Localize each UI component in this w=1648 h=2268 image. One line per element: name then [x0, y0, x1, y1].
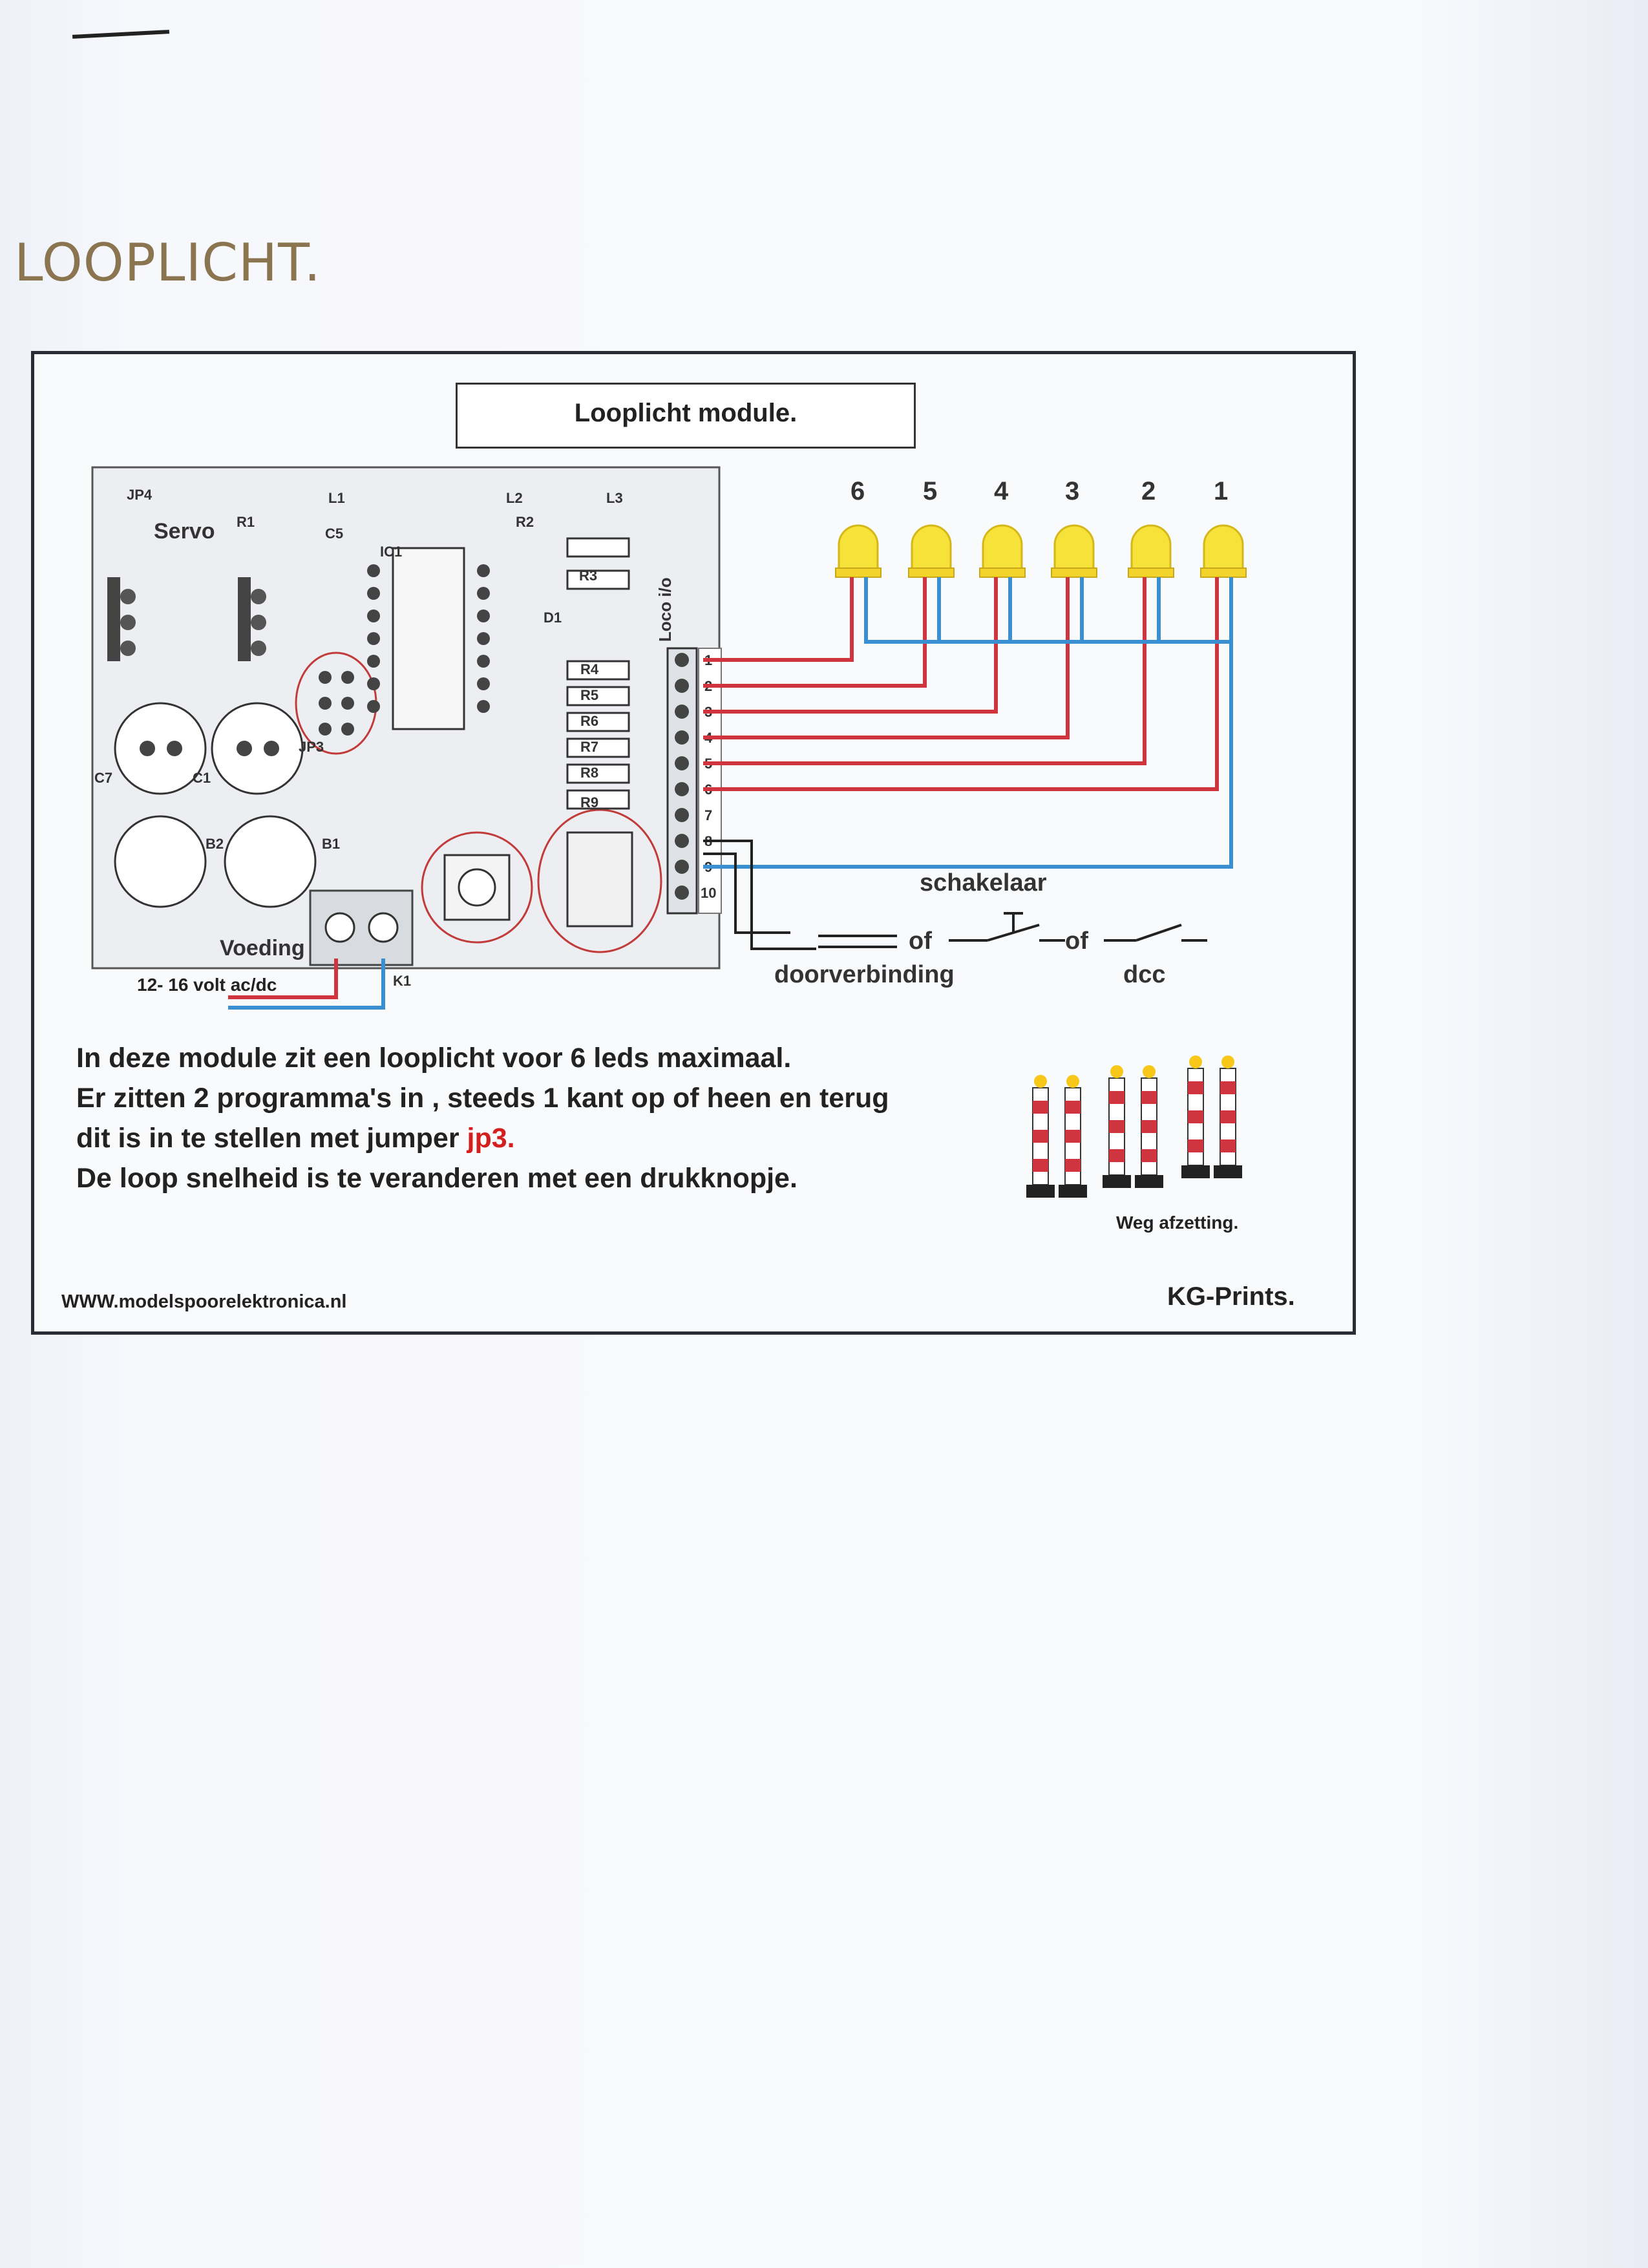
led-row: [835, 524, 1247, 578]
led-number-4: 4: [994, 477, 1009, 505]
led-2-icon: [1128, 524, 1174, 578]
regulator: [566, 831, 633, 927]
description-line-1: In deze module zit een looplicht voor 6 …: [76, 1043, 792, 1074]
ic1: [392, 547, 465, 730]
terminal-screw-1: [324, 912, 355, 943]
label-r5: R5: [580, 687, 598, 703]
label-c5: C5: [325, 525, 343, 542]
connector-pins: [675, 653, 689, 900]
switch-or-2: of: [1065, 927, 1088, 955]
terminal-screw-2: [368, 912, 399, 943]
pin-label-strip: [698, 648, 722, 914]
bridge-b2-left: [114, 815, 207, 908]
bridge-b1: [224, 815, 317, 908]
page-title: LOOPLICHT.: [14, 233, 321, 293]
cap-pad: [264, 741, 279, 756]
cap-pad: [140, 741, 155, 756]
jumper-pin: [319, 697, 332, 710]
resistor-column: [566, 537, 630, 810]
road-barrier-icon: [1026, 1055, 1242, 1198]
barrier-caption: Weg afzetting.: [1116, 1213, 1239, 1233]
pin-number: 7: [704, 807, 712, 823]
label-servo: Servo: [154, 519, 215, 544]
module-title-box: Looplicht module.: [456, 383, 916, 449]
led-5-icon: [908, 524, 955, 578]
jumper-pin: [341, 671, 354, 684]
jumper-pin: [319, 671, 332, 684]
label-c1: C1: [193, 770, 211, 786]
servo-header-2: [238, 577, 251, 661]
label-r2: R2: [516, 514, 534, 530]
led-1-icon: [1200, 524, 1247, 578]
label-l1: L1: [328, 490, 345, 506]
switch-option-dcc: dcc: [1123, 961, 1165, 988]
description-line-2: Er zitten 2 programma's in , steeds 1 ka…: [76, 1083, 889, 1114]
switch-label: schakelaar: [920, 869, 1047, 896]
label-d1: D1: [544, 609, 562, 626]
label-r8: R8: [580, 765, 598, 781]
label-ic1: IC1: [380, 544, 402, 560]
label-jp4: JP4: [127, 487, 153, 503]
capacitor-c1: [211, 702, 304, 795]
led-number-6: 6: [850, 477, 865, 505]
red-wires: [228, 577, 1219, 999]
label-voeding: Voeding: [220, 936, 305, 960]
label-r9: R9: [580, 794, 598, 811]
pushbutton-cap: [458, 868, 496, 907]
pushbutton-highlight: [421, 831, 533, 944]
servo-header-1: [107, 577, 120, 661]
circuit-diagram: 1 2 3 4 5 6 7 8 9 10 Servo Voeding JP4 J…: [91, 466, 1247, 1198]
jumper-pin: [341, 697, 354, 710]
led-number-1: 1: [1214, 477, 1228, 505]
label-l2: L2: [506, 490, 523, 506]
switch-or-1: of: [909, 927, 932, 955]
label-r6: R6: [580, 713, 598, 729]
label-r7: R7: [580, 739, 598, 755]
switch-option-doorverbinding: doorverbinding: [774, 961, 955, 988]
description-line-3: dit is in te stellen met jumper jp3.: [76, 1118, 889, 1158]
connector-label: Loco i/o: [655, 577, 675, 642]
description-line-4: De loop snelheid is te veranderen met ee…: [76, 1163, 798, 1194]
led-6-icon: [835, 524, 882, 578]
label-b1: B1: [322, 836, 340, 852]
jumper-pin: [319, 723, 332, 736]
switch-symbols: [818, 912, 1207, 948]
led-4-icon: [979, 524, 1026, 578]
led-3-icon: [1051, 524, 1097, 578]
cap-pad: [167, 741, 182, 756]
label-r4: R4: [580, 661, 599, 677]
website-link[interactable]: WWW.modelspoorelektronica.nl: [61, 1291, 347, 1312]
switch-wires: [703, 840, 816, 950]
led-number-5: 5: [923, 477, 937, 505]
voltage-label: 12- 16 volt ac/dc: [137, 975, 277, 995]
label-c7: C7: [94, 770, 112, 786]
pin-number: 10: [701, 885, 716, 901]
description-line-3-text: dit is in te stellen met jumper: [76, 1123, 467, 1154]
ic1-pins: [367, 564, 490, 713]
label-l3: L3: [606, 490, 623, 506]
led-number-2: 2: [1141, 477, 1156, 505]
cap-pad: [237, 741, 252, 756]
led-number-3: 3: [1065, 477, 1079, 505]
label-b2: B2: [206, 836, 224, 852]
label-k1: K1: [393, 973, 411, 989]
label-jp3: JP3: [299, 739, 324, 755]
label-r1: R1: [237, 514, 255, 530]
description: In deze module zit een looplicht voor 6 …: [76, 1038, 889, 1198]
jumper-highlight: jp3.: [467, 1123, 515, 1154]
module-title: Looplicht module.: [574, 399, 798, 427]
regulator-highlight: [537, 809, 662, 953]
brand-label: KG-Prints.: [1167, 1282, 1295, 1311]
label-r3: R3: [579, 567, 597, 584]
capacitor-c7: [114, 702, 207, 795]
jumper-pin: [341, 723, 354, 736]
header-pins: [120, 589, 266, 656]
blue-wires: [228, 577, 1233, 1010]
